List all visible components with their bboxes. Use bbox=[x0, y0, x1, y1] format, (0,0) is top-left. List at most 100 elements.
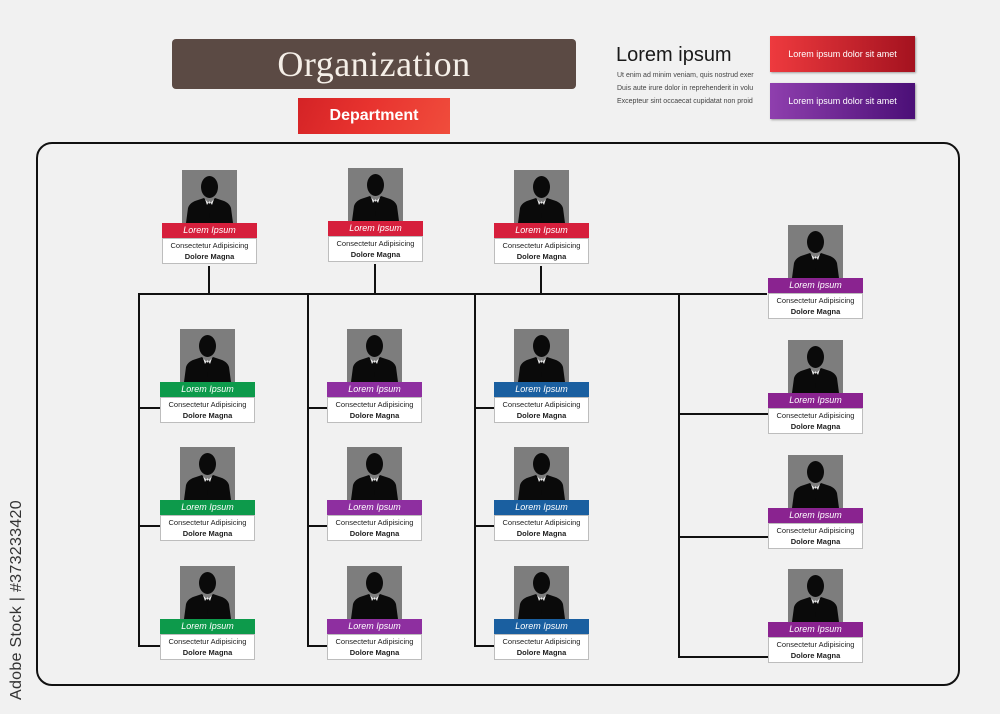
card-name-label: Lorem Ipsum bbox=[494, 619, 589, 634]
card-line1: Consectetur Adipisicing bbox=[335, 518, 414, 527]
connector-line bbox=[678, 656, 768, 658]
card-line2: Dolore Magna bbox=[790, 536, 841, 546]
person-silhouette-icon bbox=[184, 572, 231, 619]
card-name-label: Lorem Ipsum bbox=[160, 619, 255, 634]
card-line1: Consectetur Adipisicing bbox=[335, 400, 414, 409]
avatar bbox=[180, 447, 235, 500]
person-silhouette-icon bbox=[351, 572, 398, 619]
avatar bbox=[788, 225, 843, 278]
card-line2: Dolore Magna bbox=[182, 647, 233, 657]
card-name-label: Lorem Ipsum bbox=[327, 382, 422, 397]
connector-line bbox=[307, 645, 328, 647]
card-name-label: Lorem Ipsum bbox=[160, 500, 255, 515]
avatar bbox=[514, 329, 569, 382]
avatar bbox=[514, 447, 569, 500]
legend-text: Ut enim ad minim veniam, quis nostrud ex… bbox=[617, 69, 757, 108]
person-silhouette-icon bbox=[184, 335, 231, 382]
avatar bbox=[788, 340, 843, 393]
card-name-label: Lorem Ipsum bbox=[327, 500, 422, 515]
card-line2: Dolore Magna bbox=[516, 647, 567, 657]
legend-text-line: Duis aute irure dolor in reprehenderit i… bbox=[617, 85, 754, 92]
card-line1: Consectetur Adipisicing bbox=[168, 518, 247, 527]
card-line1: Consectetur Adipisicing bbox=[502, 241, 581, 250]
card-line1: Consectetur Adipisicing bbox=[336, 239, 415, 248]
card-line1: Consectetur Adipisicing bbox=[335, 637, 414, 646]
card-line1: Consectetur Adipisicing bbox=[776, 411, 855, 420]
avatar bbox=[514, 170, 569, 223]
connector-line bbox=[307, 407, 328, 409]
card-name-label: Lorem Ipsum bbox=[768, 508, 863, 523]
connector-line bbox=[307, 525, 328, 527]
card-name-label: Lorem Ipsum bbox=[162, 223, 257, 238]
card-line2: Dolore Magna bbox=[182, 528, 233, 538]
avatar bbox=[347, 329, 402, 382]
watermark-text: Adobe Stock | #373233420 bbox=[8, 500, 25, 700]
card-line2: Dolore Magna bbox=[516, 410, 567, 420]
connector-line bbox=[138, 645, 160, 647]
card-line2: Dolore Magna bbox=[349, 528, 400, 538]
card-line2: Dolore Magna bbox=[516, 251, 567, 261]
card-name-label: Lorem Ipsum bbox=[494, 382, 589, 397]
connector-line bbox=[678, 536, 768, 538]
card-name-label: Lorem Ipsum bbox=[768, 622, 863, 637]
connector-line bbox=[678, 413, 768, 415]
connector-line bbox=[678, 293, 680, 657]
connector-line bbox=[138, 293, 140, 647]
card-line1: Consectetur Adipisicing bbox=[776, 640, 855, 649]
legend-bar-purple: Lorem ipsum dolor sit amet bbox=[770, 83, 915, 119]
page-title: Organization bbox=[172, 39, 576, 89]
connector-line bbox=[474, 645, 495, 647]
legend-text-line: Ut enim ad minim veniam, quis nostrud ex… bbox=[617, 72, 754, 79]
card-line1: Consectetur Adipisicing bbox=[502, 400, 581, 409]
card-line2: Dolore Magna bbox=[349, 410, 400, 420]
avatar bbox=[347, 566, 402, 619]
card-line2: Dolore Magna bbox=[790, 421, 841, 431]
connector-line bbox=[138, 525, 160, 527]
avatar bbox=[180, 329, 235, 382]
legend-bar-red: Lorem ipsum dolor sit amet bbox=[770, 36, 915, 72]
department-banner: Department bbox=[298, 98, 450, 134]
avatar bbox=[180, 566, 235, 619]
person-silhouette-icon bbox=[518, 176, 565, 223]
card-name-label: Lorem Ipsum bbox=[768, 393, 863, 408]
person-silhouette-icon bbox=[518, 335, 565, 382]
card-line2: Dolore Magna bbox=[516, 528, 567, 538]
connector-line bbox=[138, 407, 160, 409]
connector-line bbox=[540, 266, 542, 294]
card-name-label: Lorem Ipsum bbox=[160, 382, 255, 397]
connector-line bbox=[374, 264, 376, 294]
person-silhouette-icon bbox=[352, 174, 399, 221]
avatar bbox=[788, 569, 843, 622]
connector-line bbox=[474, 525, 495, 527]
avatar bbox=[348, 168, 403, 221]
card-name-label: Lorem Ipsum bbox=[328, 221, 423, 236]
connector-line bbox=[208, 266, 210, 294]
avatar bbox=[514, 566, 569, 619]
card-name-label: Lorem Ipsum bbox=[494, 500, 589, 515]
connector-line bbox=[307, 293, 309, 647]
card-line2: Dolore Magna bbox=[350, 249, 401, 259]
connector-line bbox=[138, 293, 767, 295]
person-silhouette-icon bbox=[186, 176, 233, 223]
card-name-label: Lorem Ipsum bbox=[327, 619, 422, 634]
person-silhouette-icon bbox=[792, 575, 839, 622]
avatar bbox=[788, 455, 843, 508]
person-silhouette-icon bbox=[184, 453, 231, 500]
person-silhouette-icon bbox=[518, 572, 565, 619]
card-line1: Consectetur Adipisicing bbox=[168, 637, 247, 646]
legend-heading: Lorem ipsum bbox=[616, 44, 732, 66]
connector-line bbox=[474, 293, 476, 647]
card-line2: Dolore Magna bbox=[790, 306, 841, 316]
card-line1: Consectetur Adipisicing bbox=[502, 518, 581, 527]
card-name-label: Lorem Ipsum bbox=[768, 278, 863, 293]
card-line2: Dolore Magna bbox=[184, 251, 235, 261]
connector-line bbox=[474, 407, 495, 409]
